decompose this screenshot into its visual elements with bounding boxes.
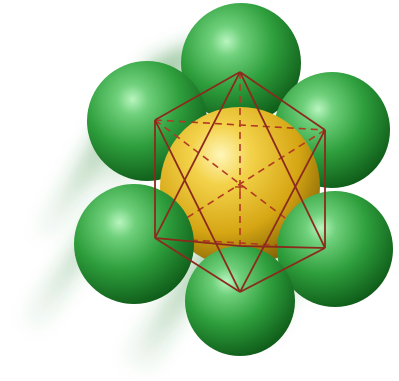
ligand-sphere-bottom	[185, 246, 295, 356]
ligand-sphere-lower-right	[277, 191, 393, 307]
ligand-sphere-lower-left	[74, 184, 194, 304]
